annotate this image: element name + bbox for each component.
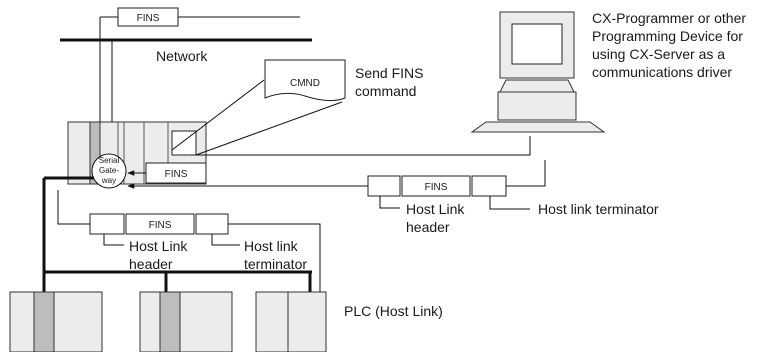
rack-shaded-unit (89, 121, 101, 185)
network-fins-label: FINS (137, 13, 160, 24)
computer-keyboard (470, 121, 606, 133)
computer-header-leader (379, 196, 400, 209)
computer-terminator-leader (489, 196, 530, 210)
computer-header-box (367, 175, 401, 197)
lower-header-line-1: Host Link (129, 238, 188, 254)
computer-cable (198, 136, 531, 156)
host-link-return (506, 160, 546, 187)
network-label: Network (156, 48, 208, 64)
lower-fins-label: FINS (149, 220, 172, 231)
cx-programmer-line-2: Programming Device for (592, 28, 743, 44)
plc-1-shaded-unit (33, 291, 55, 352)
cmnd-document (264, 59, 346, 102)
computer-terminator-box (471, 175, 507, 197)
lower-terminator-line-1: Host link (244, 238, 299, 254)
computer-fins-label: FINS (425, 182, 448, 193)
cx-programmer-line-3: using CX-Server as a (592, 46, 725, 62)
rack-fins-label: FINS (165, 169, 188, 180)
lower-header-line-2: header (129, 256, 173, 272)
computer-screen (511, 23, 563, 65)
cmnd-label: CMND (290, 78, 320, 89)
send-fins-line-1: Send FINS (355, 65, 423, 81)
plc-host-link-label: PLC (Host Link) (344, 303, 443, 319)
cmnd-callout-lines (171, 79, 343, 156)
computer-header-line-1: Host Link (406, 201, 465, 217)
lower-header-box (89, 213, 125, 235)
lower-terminator-leader (211, 234, 240, 246)
serial-gateway (91, 153, 127, 189)
computer-terminator-label: Host link terminator (538, 201, 659, 217)
lower-terminator-box (195, 213, 229, 235)
plc-2 (139, 291, 233, 352)
computer-base (499, 79, 575, 93)
lower-terminator-line-2: terminator (244, 256, 307, 272)
computer-header-line-2: header (406, 219, 450, 235)
lower-frame-right (228, 223, 323, 313)
serial-gateway-line-1: Serial (99, 156, 120, 165)
lower-frame-left (57, 190, 90, 225)
plc-2-shaded-unit (159, 291, 181, 352)
serial-gateway-line-3: way (101, 176, 116, 185)
plc-1 (9, 291, 103, 352)
cx-programmer-line-4: communications driver (592, 64, 732, 80)
serial-gateway-line-2: Gate- (99, 166, 119, 175)
lower-fins-box (125, 213, 195, 235)
send-fins-line-2: command (355, 83, 416, 99)
computer-fins-box (401, 175, 471, 197)
cx-programmer-line-1: CX-Programmer or other (592, 10, 746, 26)
computer-case (497, 91, 577, 121)
lower-header-leader (103, 234, 124, 246)
network-fins-frame (117, 7, 179, 27)
plc-3-unit (287, 291, 327, 352)
